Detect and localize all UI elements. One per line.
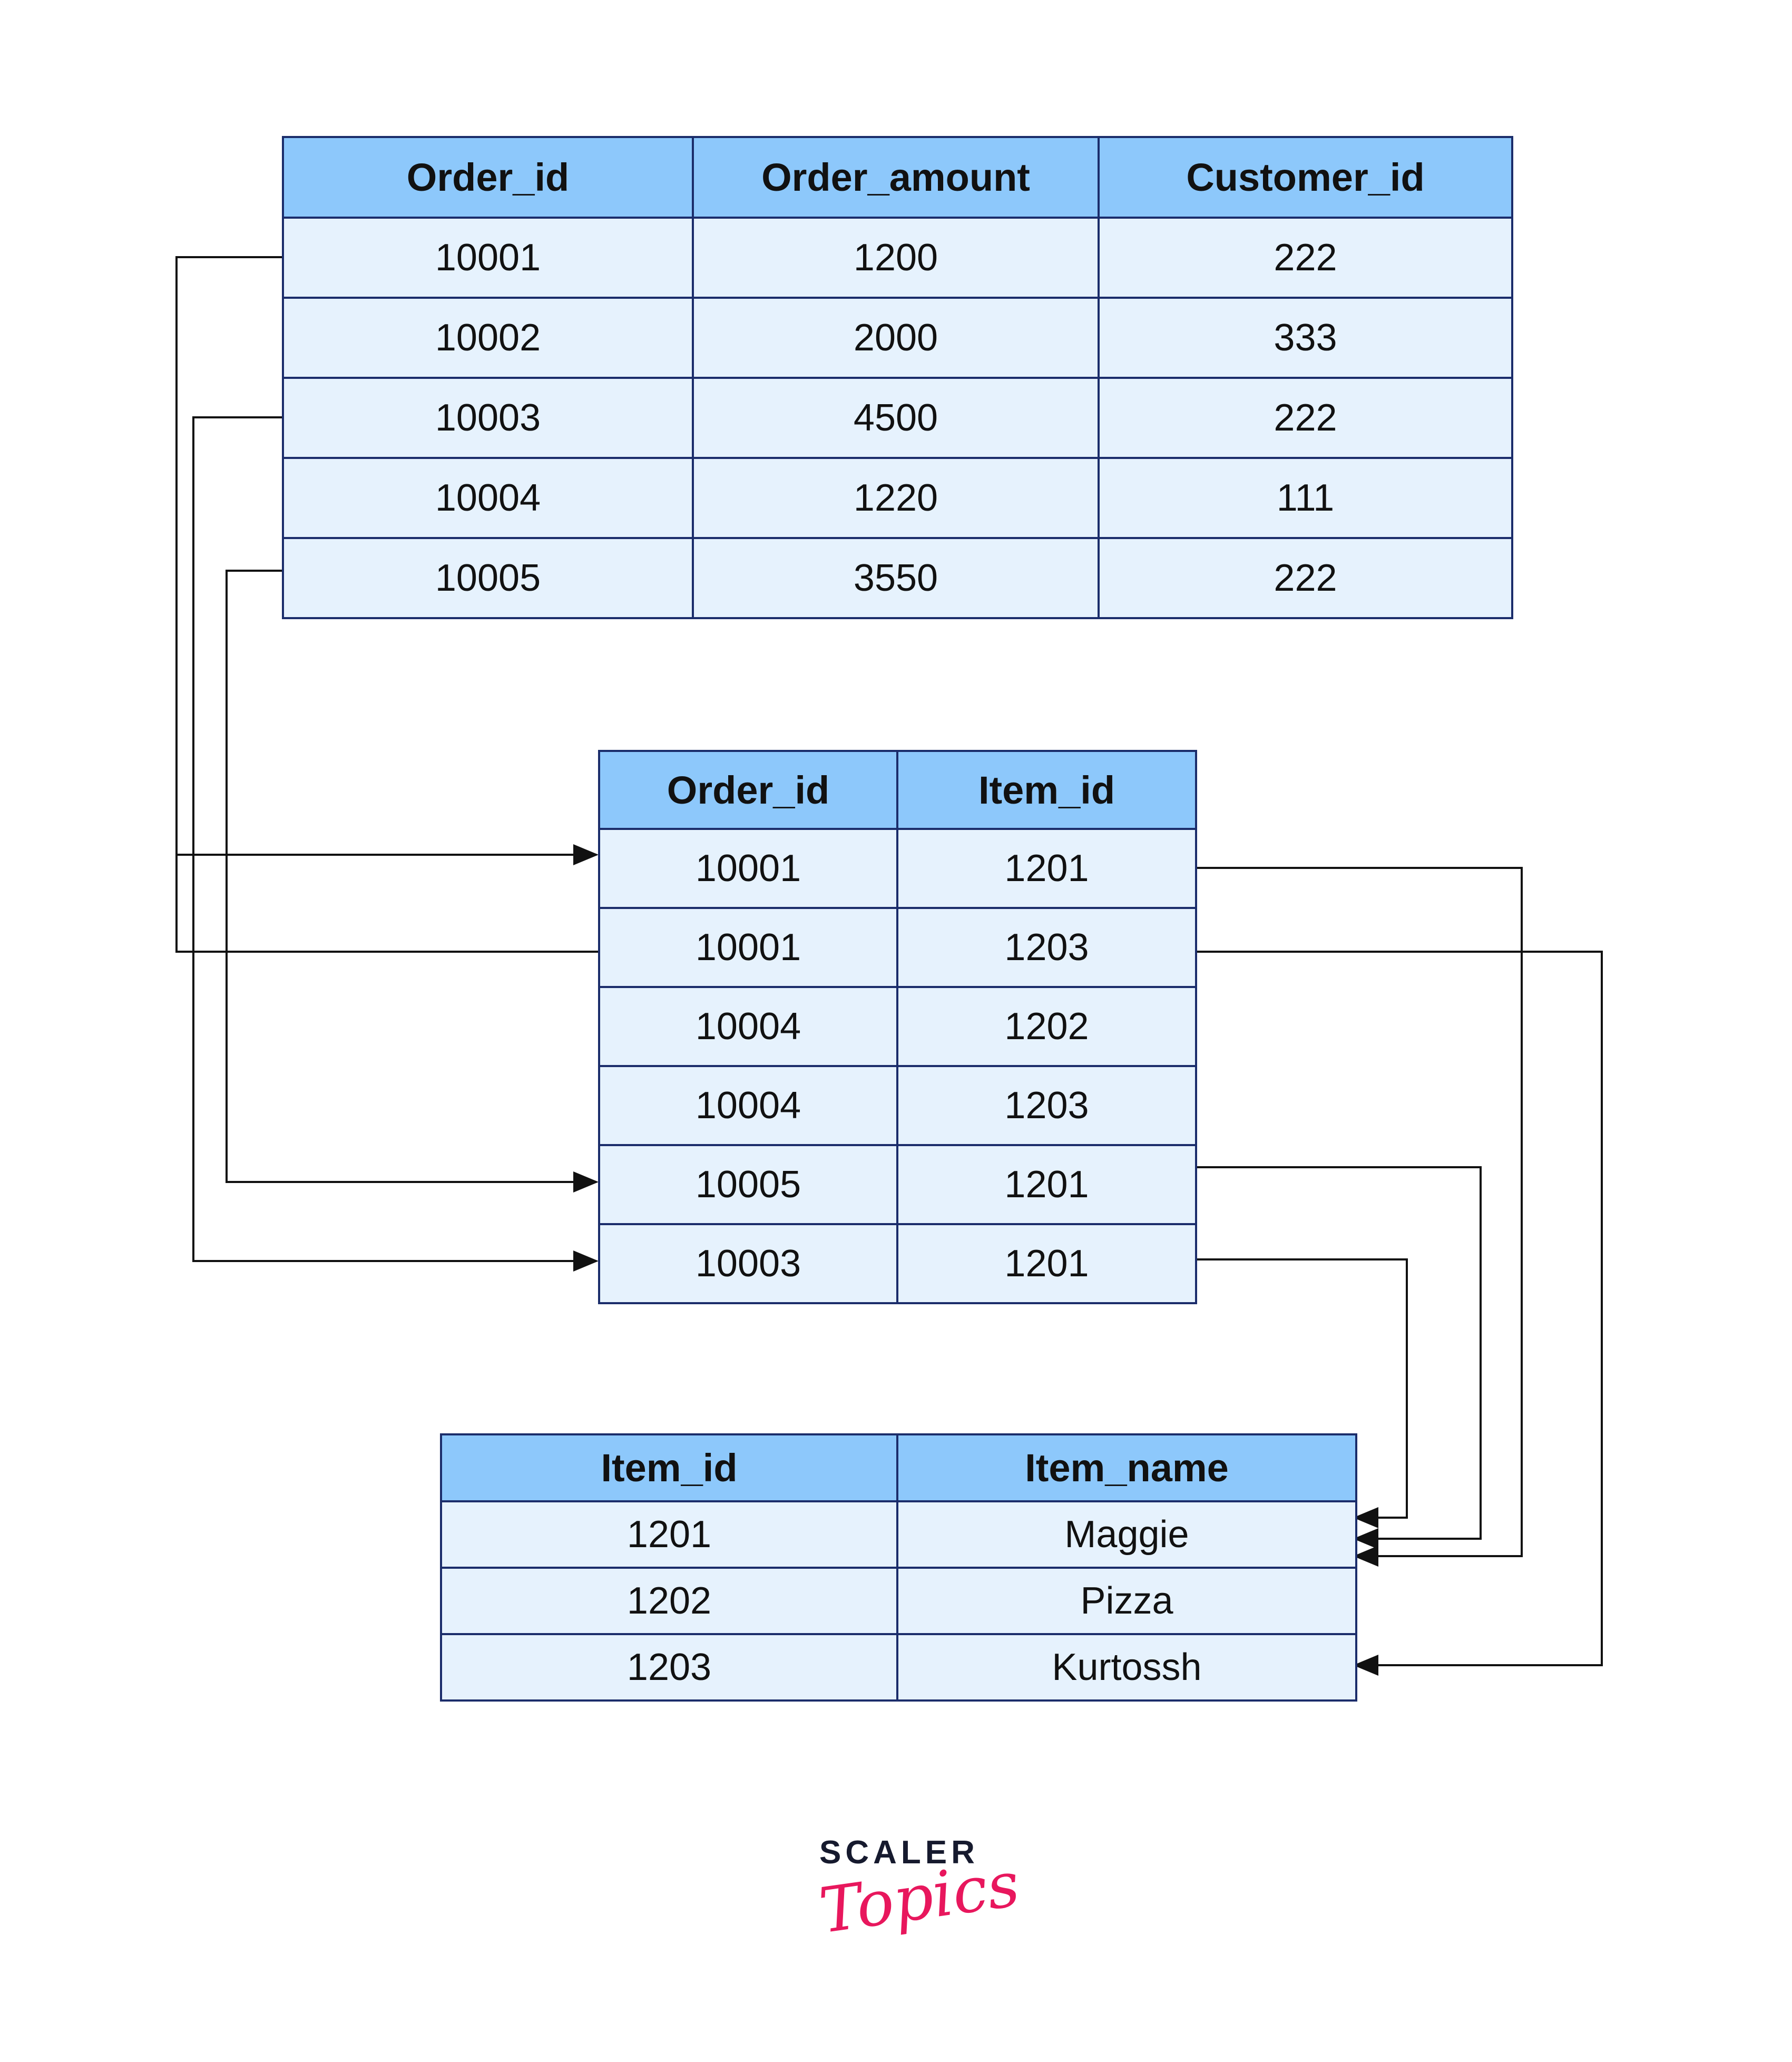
order-items-cell-order-id: 10004 [598, 1065, 898, 1146]
table-row: 10001 1201 [598, 828, 1197, 909]
table-row: 10003 4500 222 [282, 377, 1513, 459]
order-items-cell-item-id: 1203 [896, 1065, 1197, 1146]
items-cell-item-id: 1203 [440, 1633, 898, 1702]
orders-cell-customer-id: 222 [1098, 537, 1513, 619]
items-header-item-name: Item_name [896, 1433, 1357, 1502]
items-header-row: Item_id Item_name [440, 1433, 1357, 1502]
connector-orderitem-2-to-item-1203 [1195, 951, 1603, 1676]
orders-cell-customer-id: 222 [1098, 217, 1513, 299]
connector-order-10001-to-orderitem-1 [175, 256, 599, 865]
table-row: 10005 1201 [598, 1144, 1197, 1225]
orders-cell-order-amount: 4500 [692, 377, 1100, 459]
connector-orderitem-1-to-item-1201 [1195, 867, 1523, 1567]
items-cell-item-id: 1202 [440, 1567, 898, 1635]
orders-cell-order-id: 10001 [282, 217, 694, 299]
order-items-cell-item-id: 1202 [896, 986, 1197, 1067]
order-items-header-order-id: Order_id [598, 750, 898, 830]
orders-cell-order-amount: 3550 [692, 537, 1100, 619]
items-cell-item-name: Pizza [896, 1567, 1357, 1635]
connector-orderitem-5-to-item-1201 [1195, 1166, 1482, 1549]
order-items-cell-item-id: 1201 [896, 1223, 1197, 1304]
order-items-cell-order-id: 10001 [598, 828, 898, 909]
items-header-item-id: Item_id [440, 1433, 898, 1502]
table-row: 10004 1203 [598, 1065, 1197, 1146]
orders-cell-order-id: 10002 [282, 297, 694, 379]
order-items-table: Order_id Item_id 10001 1201 10001 1203 1… [598, 750, 1197, 1304]
table-row: 1201 Maggie [440, 1500, 1357, 1569]
items-table: Item_id Item_name 1201 Maggie 1202 Pizza… [440, 1433, 1357, 1702]
orders-header-order-amount: Order_amount [692, 136, 1100, 219]
table-row: 1203 Kurtossh [440, 1633, 1357, 1702]
order-items-cell-order-id: 10001 [598, 907, 898, 988]
orders-cell-order-amount: 1220 [692, 457, 1100, 539]
orders-cell-order-id: 10004 [282, 457, 694, 539]
connector-orderitem-6-to-item-1201 [1195, 1258, 1408, 1528]
order-items-cell-item-id: 1203 [896, 907, 1197, 988]
order-items-cell-order-id: 10005 [598, 1144, 898, 1225]
order-items-header-row: Order_id Item_id [598, 750, 1197, 830]
table-row: 10003 1201 [598, 1223, 1197, 1304]
orders-cell-order-amount: 1200 [692, 217, 1100, 299]
orders-header-customer-id: Customer_id [1098, 136, 1513, 219]
order-items-header-item-id: Item_id [896, 750, 1197, 830]
order-items-cell-order-id: 10003 [598, 1223, 898, 1304]
table-row: 10004 1202 [598, 986, 1197, 1067]
order-items-cell-order-id: 10004 [598, 986, 898, 1067]
orders-header-row: Order_id Order_amount Customer_id [282, 136, 1513, 219]
connector-order-10001-to-orderitem-2 [175, 855, 598, 953]
connector-order-10003-to-orderitem-6 [192, 416, 599, 1272]
orders-header-order-id: Order_id [282, 136, 694, 219]
table-row: 10005 3550 222 [282, 537, 1513, 619]
orders-cell-customer-id: 222 [1098, 377, 1513, 459]
table-row: 10001 1203 [598, 907, 1197, 988]
connector-order-10005-to-orderitem-5 [226, 570, 599, 1193]
orders-cell-customer-id: 111 [1098, 457, 1513, 539]
items-cell-item-name: Kurtossh [896, 1633, 1357, 1702]
scaler-topics-logo: SCALER Topics [815, 1834, 1024, 1947]
orders-cell-order-amount: 2000 [692, 297, 1100, 379]
table-row: 10004 1220 111 [282, 457, 1513, 539]
orders-cell-order-id: 10005 [282, 537, 694, 619]
table-row: 10001 1200 222 [282, 217, 1513, 299]
orders-cell-customer-id: 333 [1098, 297, 1513, 379]
orders-table: Order_id Order_amount Customer_id 10001 … [282, 136, 1513, 619]
order-items-cell-item-id: 1201 [896, 828, 1197, 909]
logo-wordmark: SCALER [819, 1834, 979, 1871]
table-row: 1202 Pizza [440, 1567, 1357, 1635]
items-cell-item-id: 1201 [440, 1500, 898, 1569]
table-row: 10002 2000 333 [282, 297, 1513, 379]
order-items-cell-item-id: 1201 [896, 1144, 1197, 1225]
orders-cell-order-id: 10003 [282, 377, 694, 459]
items-cell-item-name: Maggie [896, 1500, 1357, 1569]
